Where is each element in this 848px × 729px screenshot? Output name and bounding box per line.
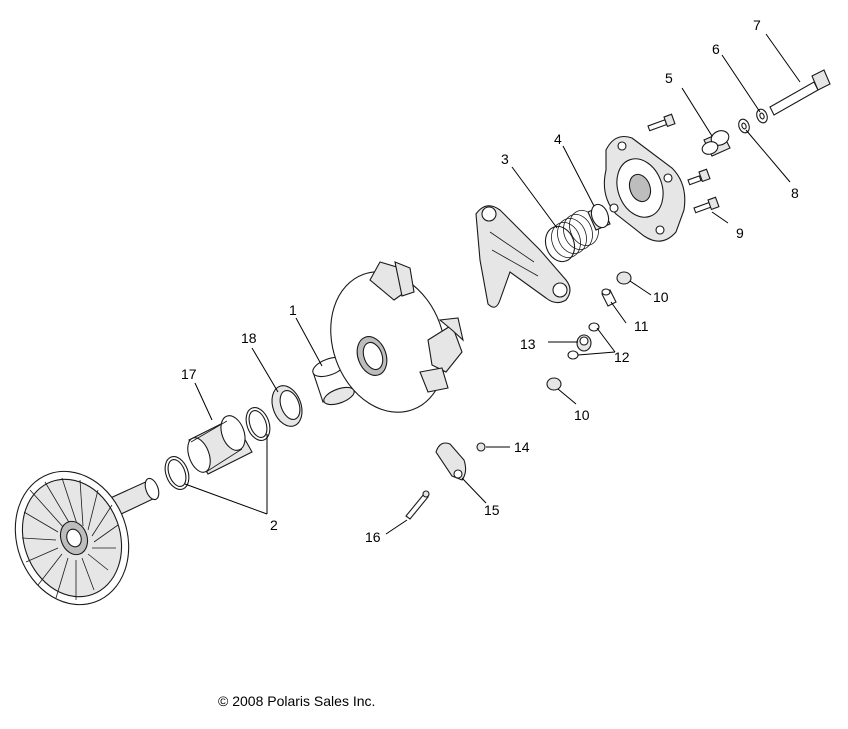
fixed-sheave-shaft xyxy=(14,470,160,606)
callout-8: 8 xyxy=(791,185,799,201)
moveable-sheave xyxy=(330,261,464,413)
callout-10-lower: 10 xyxy=(574,407,590,423)
roller-upper xyxy=(616,271,632,285)
callout-5: 5 xyxy=(665,70,673,86)
spacer xyxy=(701,130,731,157)
snap-ring-right xyxy=(245,407,271,441)
callout-14: 14 xyxy=(514,439,530,455)
callout-10-upper: 10 xyxy=(653,289,669,305)
callout-4: 4 xyxy=(554,131,562,147)
coil-spring xyxy=(544,210,599,263)
washer-lower xyxy=(738,118,750,134)
callout-3: 3 xyxy=(501,151,509,167)
callout-11: 11 xyxy=(634,318,649,334)
callout-13: 13 xyxy=(520,336,536,352)
cover-plate xyxy=(603,135,686,242)
copyright-notice: © 2008 Polaris Sales Inc. xyxy=(218,693,376,709)
callout-15: 15 xyxy=(484,502,500,518)
bearing-ring xyxy=(271,385,303,427)
callout-12: 12 xyxy=(614,349,630,365)
washer-12a xyxy=(588,322,600,332)
callout-6: 6 xyxy=(712,41,720,57)
callout-2: 2 xyxy=(270,517,278,533)
callout-1: 1 xyxy=(289,302,297,318)
leader-lines xyxy=(184,33,801,535)
spring-cup xyxy=(587,203,611,231)
washer-upper xyxy=(756,108,768,124)
bolt-upper xyxy=(647,113,676,132)
callout-17: 17 xyxy=(181,366,197,382)
callout-9: 9 xyxy=(736,225,744,241)
pin-11 xyxy=(601,288,617,307)
bolt-lower xyxy=(693,196,720,214)
bushing-sleeve xyxy=(187,415,253,475)
nut-14 xyxy=(476,442,486,452)
callout-7: 7 xyxy=(753,17,761,33)
long-bolt xyxy=(769,69,831,116)
snap-ring-left xyxy=(164,456,190,490)
callout-18: 18 xyxy=(241,330,257,346)
callout-16: 16 xyxy=(365,529,381,545)
roller-13 xyxy=(576,334,592,352)
spider-arm xyxy=(475,205,571,308)
roller-lower xyxy=(546,377,562,391)
washer-12b xyxy=(567,350,579,360)
pin-16 xyxy=(405,490,430,520)
bolt-middle xyxy=(687,168,711,186)
flyweight-15 xyxy=(435,442,467,481)
